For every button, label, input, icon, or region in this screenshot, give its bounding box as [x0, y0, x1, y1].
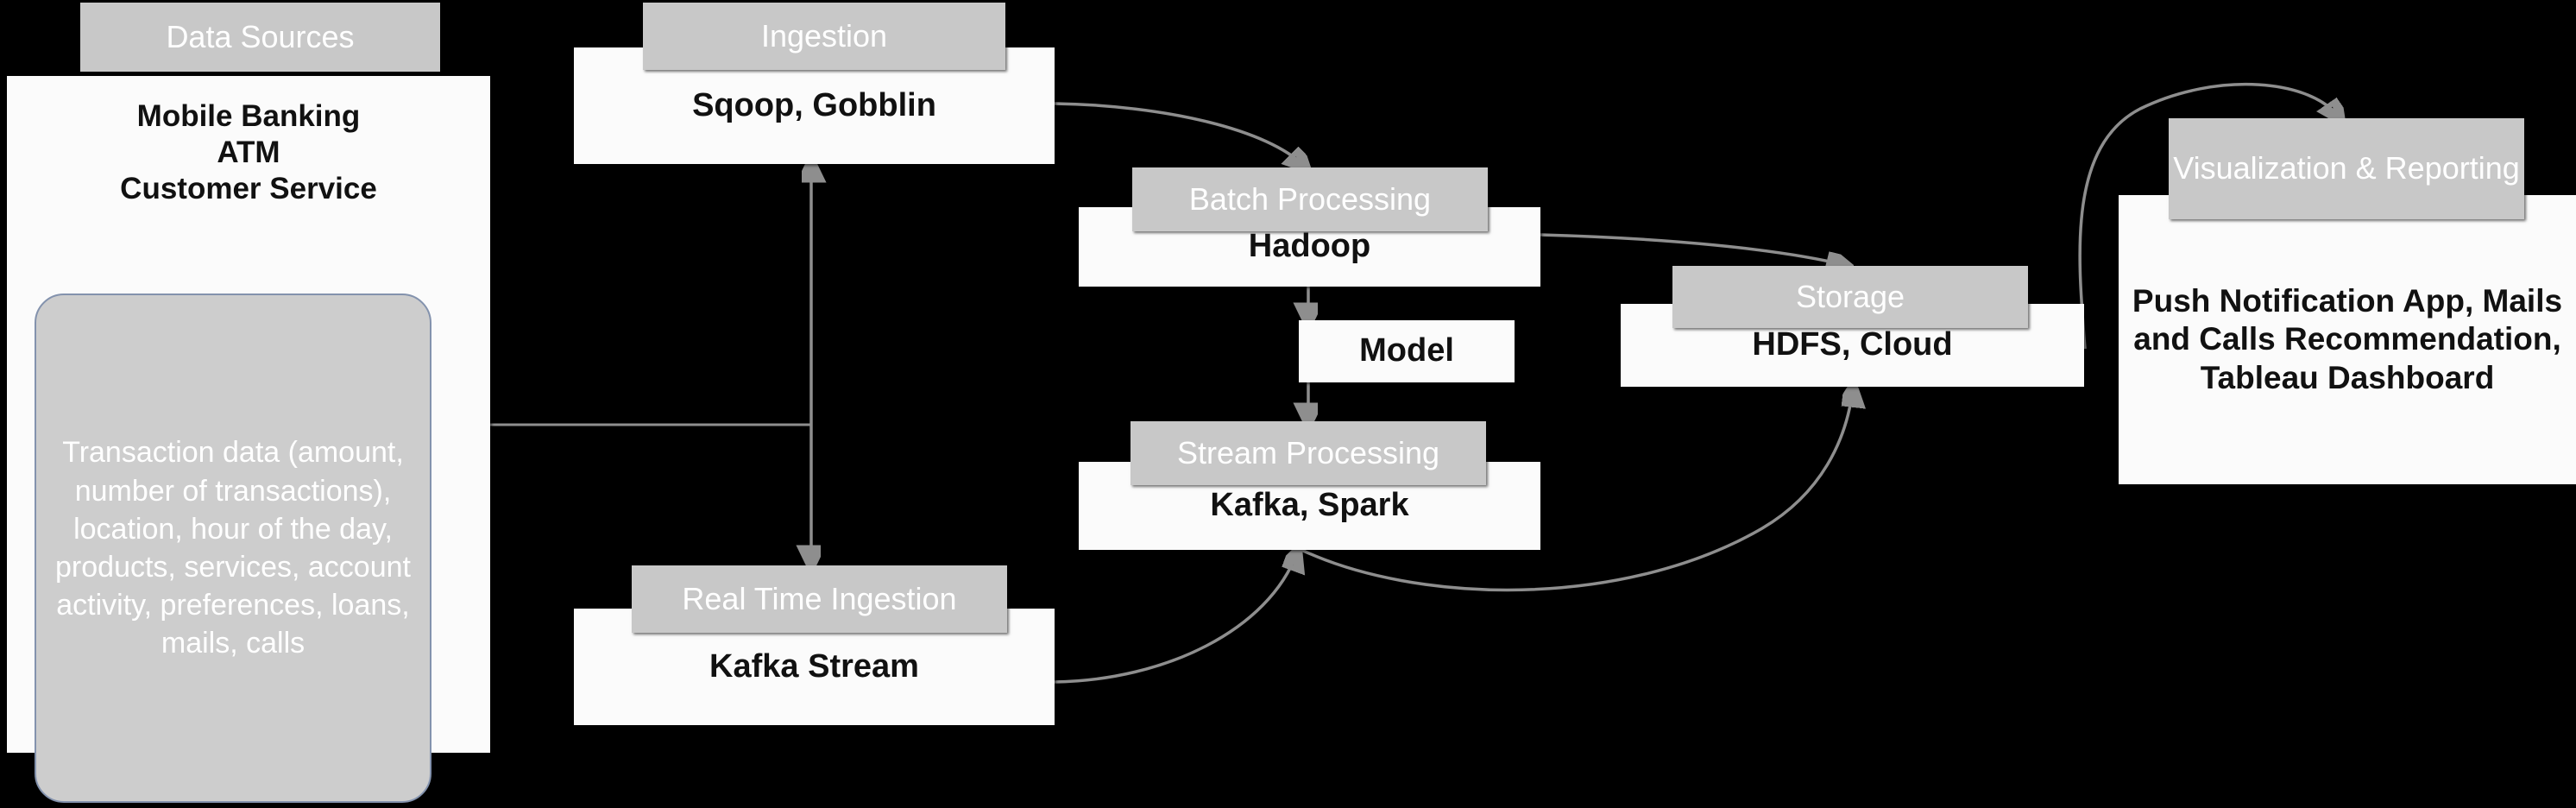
stream-processing-header: Stream Processing	[1131, 421, 1486, 485]
ingestion-header: Ingestion	[643, 3, 1005, 70]
visualization-header: Visualization & Reporting	[2169, 118, 2524, 219]
edge-batch-to-storage	[1540, 233, 1845, 265]
real-time-ingestion-header: Real Time Ingestion	[632, 565, 1007, 633]
batch-processing-header: Batch Processing	[1132, 167, 1488, 231]
storage-header: Storage	[1672, 266, 2028, 328]
edge-realtime-to-stream	[1054, 552, 1297, 684]
model-body: Model	[1299, 320, 1515, 382]
edge-ingestion-to-batch	[1054, 102, 1305, 167]
data-sources-transaction-note: Transaction data (amount, number of tran…	[35, 294, 431, 803]
visualization-body: Push Notification App, Mails and Calls R…	[2119, 195, 2576, 484]
data-sources-header: Data Sources	[80, 3, 440, 72]
